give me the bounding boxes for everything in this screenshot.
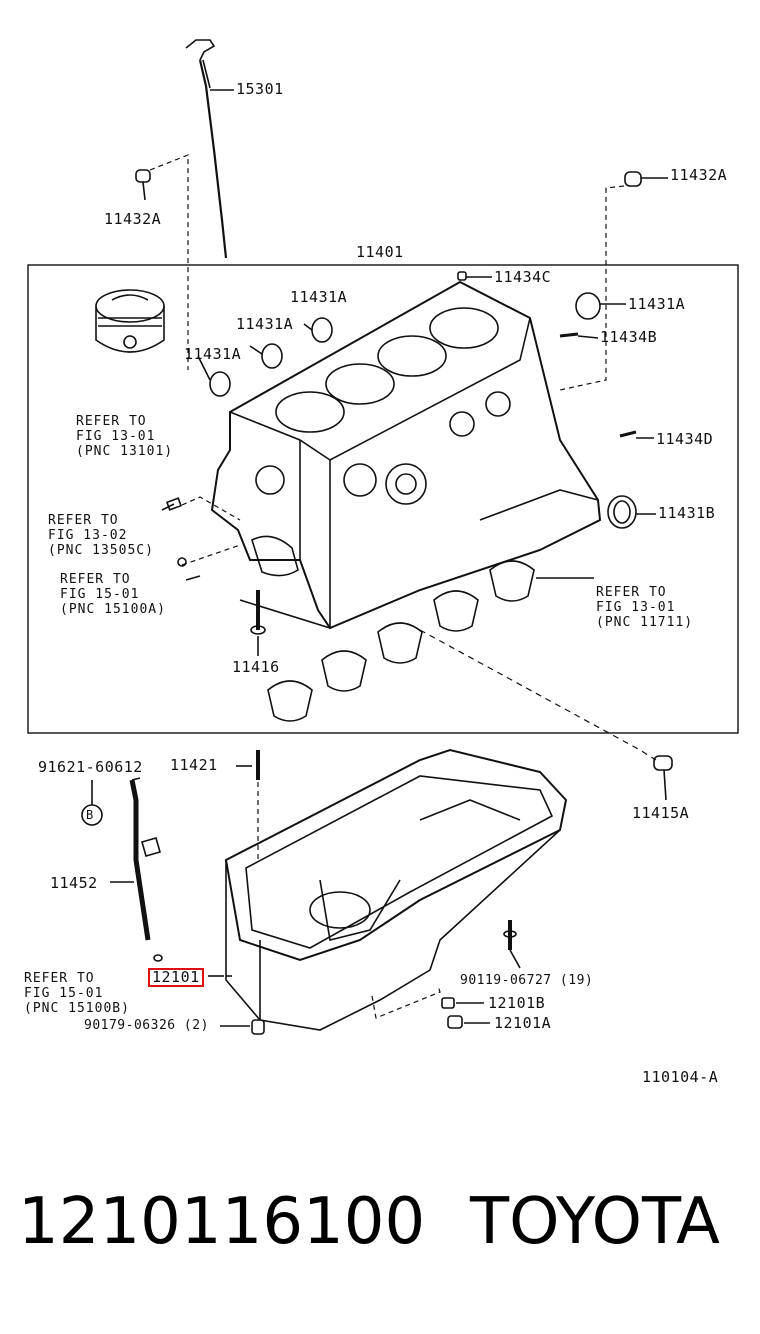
brand-name: TOYOTA: [470, 1185, 720, 1259]
callout-90119: 90119-06727 (19): [460, 973, 594, 988]
footer: 1210116100 TOYOTA: [18, 1190, 748, 1280]
part-number: 1210116100: [18, 1185, 426, 1259]
callout-11434d: 11434D: [656, 430, 714, 448]
callout-11431b: 11431B: [658, 504, 716, 522]
main-bearings: [267, 560, 594, 722]
callout-15301: 15301: [236, 80, 284, 98]
cup-plugs-11431a: [197, 292, 626, 397]
callout-11431a-2: 11431A: [236, 315, 294, 333]
stud-11421: [236, 750, 260, 860]
bolt-11415a: [653, 755, 673, 801]
plug-11431b: [607, 495, 656, 529]
callout-11421: 11421: [170, 756, 218, 774]
callout-11452: 11452: [50, 874, 98, 892]
callout-11401: 11401: [356, 243, 404, 261]
gauge-guide-11452: [81, 777, 163, 962]
callout-11432a-right: 11432A: [670, 166, 728, 184]
drain-plugs: [220, 985, 490, 1035]
plug-11432a-right: [559, 171, 668, 391]
callout-12101b: 12101B: [488, 994, 546, 1012]
callout-11434b: 11434B: [600, 328, 658, 346]
pin-11434d: [619, 430, 654, 439]
plug-11432a-left: [135, 154, 189, 370]
callout-11415a: 11415A: [632, 804, 690, 822]
callout-11431a-1: 11431A: [290, 288, 348, 306]
block-frame: [27, 264, 739, 734]
callout-12101a: 12101A: [494, 1014, 552, 1032]
cylinder-block: [210, 280, 602, 630]
callout-11432a-left: 11432A: [104, 210, 162, 228]
dipstick: [185, 39, 234, 259]
callout-12101-highlighted: 12101: [148, 968, 204, 987]
callout-91621: 91621-60612: [38, 758, 143, 776]
oil-pan: [208, 748, 568, 1031]
bolt-11416: [250, 590, 266, 656]
callout-90179: 90179-06326 (2): [84, 1018, 209, 1033]
bolt-90119: [503, 920, 521, 969]
pin-11434c: [457, 271, 492, 281]
piston: [95, 289, 165, 353]
callout-11416: 11416: [232, 658, 280, 676]
callout-11434c: 11434C: [494, 268, 552, 286]
figure-number: 110104-A: [642, 1068, 719, 1086]
callout-11431a-3: 11431A: [184, 345, 242, 363]
callout-11431a-right: 11431A: [628, 295, 686, 313]
callout-b: B: [86, 808, 94, 822]
pin-11434b: [559, 332, 599, 339]
